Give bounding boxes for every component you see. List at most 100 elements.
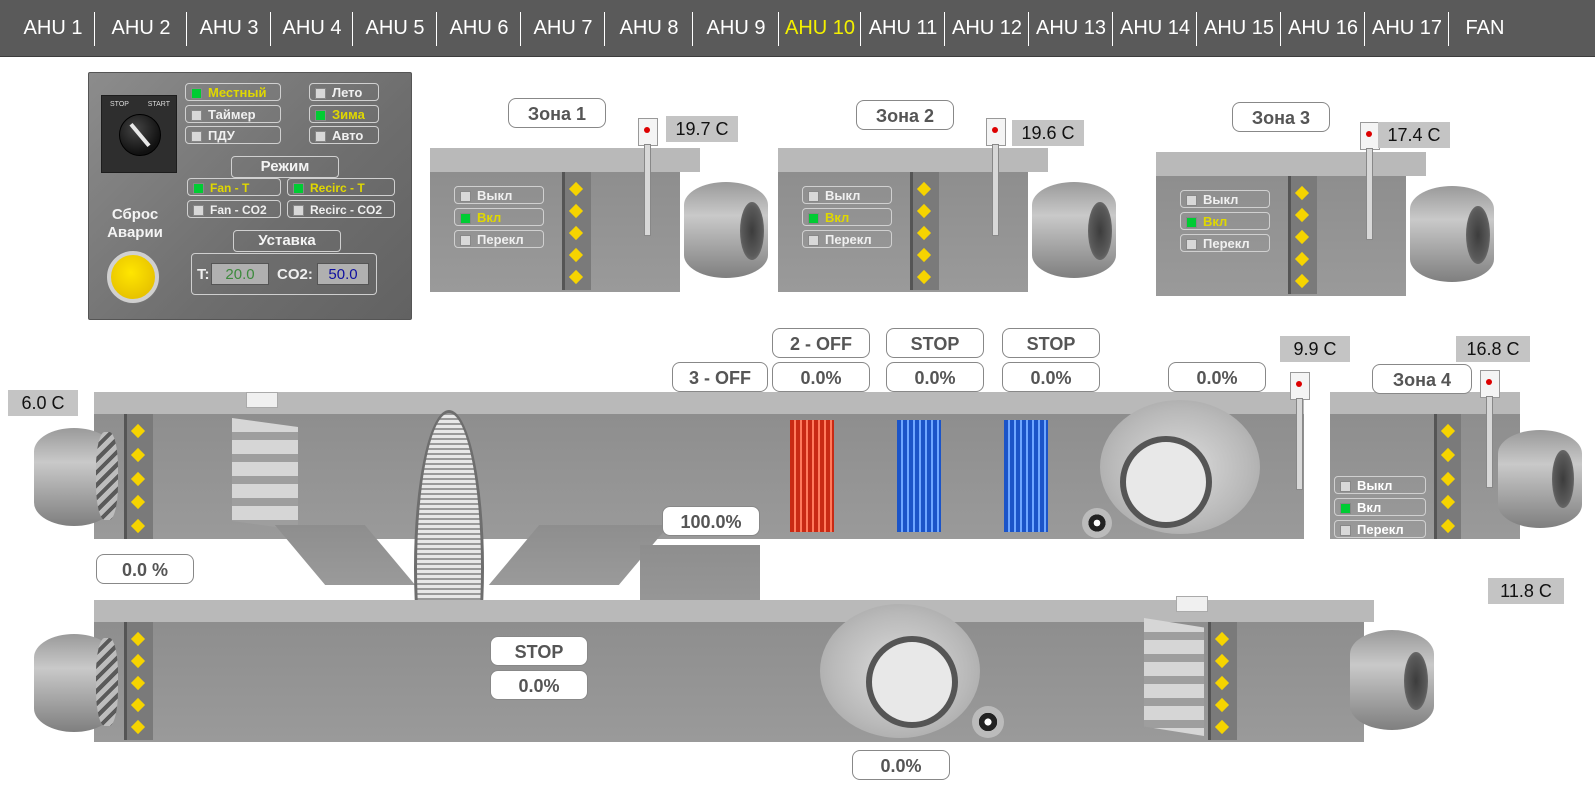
zone-3-off-checkbox[interactable]: Выкл — [1180, 190, 1270, 208]
filter-marker-icon — [130, 447, 146, 462]
heater-value: 0.0% — [772, 362, 870, 392]
filter-marker-icon — [916, 181, 932, 197]
filter-marker-icon — [1294, 185, 1310, 201]
zone-4-temp-probe — [1486, 396, 1493, 488]
filter-marker-icon — [916, 203, 932, 219]
supply-fan-icon — [1120, 436, 1212, 528]
filter-marker-icon — [130, 471, 146, 486]
filter-marker-icon — [1214, 653, 1230, 669]
tab-ahu-9[interactable]: AHU 9 — [706, 17, 766, 39]
tab-ahu-8[interactable]: AHU 8 — [619, 17, 679, 39]
zone-1-on-checkbox[interactable]: Вкл — [454, 208, 544, 226]
zone-2-unit — [778, 172, 1028, 292]
zone-2-on-checkbox[interactable]: Вкл — [802, 208, 892, 226]
tab-fan[interactable]: FAN — [1465, 17, 1505, 39]
zone-4-off-checkbox[interactable]: Выкл — [1334, 476, 1426, 494]
tab-ahu-10[interactable]: AHU 10 — [784, 17, 856, 39]
zone-4-on-checkbox[interactable]: Вкл — [1334, 498, 1426, 516]
exhaust-grille-icon — [96, 638, 118, 726]
filter-marker-icon — [1440, 423, 1456, 439]
reset-alarm-button[interactable] — [107, 251, 159, 303]
intake-damper-icon — [232, 418, 298, 530]
supply-fan-motor-icon — [1082, 508, 1112, 538]
source-timer-checkbox[interactable]: Таймер — [185, 105, 281, 123]
temperature-setpoint-input[interactable]: 20.0 — [211, 263, 269, 285]
tab-separator — [604, 12, 605, 46]
zone-3-title: Зона 3 — [1232, 102, 1330, 132]
zone-3-on-checkbox[interactable]: Вкл — [1180, 212, 1270, 230]
supply-temp: 9.9 C — [1280, 336, 1350, 362]
filter-marker-icon — [130, 631, 146, 647]
supply-filter — [124, 414, 153, 539]
zone-2-temp-probe — [992, 144, 999, 236]
mode-recirc-t-checkbox[interactable]: Recirc - T — [287, 178, 395, 196]
filter-marker-icon — [916, 269, 932, 285]
tab-ahu-11[interactable]: AHU 11 — [868, 17, 938, 39]
t-label: T: — [197, 266, 210, 283]
filter-marker-icon — [1214, 675, 1230, 691]
mode-recirc-co2-checkbox[interactable]: Recirc - CO2 — [287, 200, 395, 218]
rotary-knob-icon[interactable] — [119, 114, 161, 156]
zone-3-pipe-end — [1466, 206, 1490, 264]
exhaust-damper-icon — [1144, 618, 1204, 736]
source-local-checkbox[interactable]: Местный — [185, 83, 281, 101]
tab-ahu-17[interactable]: AHU 17 — [1371, 17, 1443, 39]
zone-3-switch-checkbox[interactable]: Перекл — [1180, 234, 1270, 252]
tab-ahu-4[interactable]: AHU 4 — [282, 17, 342, 39]
exhaust-filter — [124, 622, 153, 740]
filter-marker-icon — [1440, 495, 1456, 510]
season-summer-checkbox[interactable]: Лето — [309, 83, 379, 101]
mode-fan-t-checkbox[interactable]: Fan - T — [187, 178, 281, 196]
heater-stage3-status: 3 - OFF — [672, 362, 768, 392]
zone-4-switch-checkbox[interactable]: Перекл — [1334, 520, 1426, 538]
mode-fan-co2-checkbox[interactable]: Fan - CO2 — [187, 200, 281, 218]
cooler-2-status: STOP — [1002, 328, 1100, 358]
zone-2-top — [778, 148, 1048, 172]
tab-ahu-14[interactable]: AHU 14 — [1119, 17, 1191, 39]
wheel-value: 0.0% — [490, 670, 588, 700]
tab-ahu-15[interactable]: AHU 15 — [1203, 17, 1275, 39]
filter-marker-icon — [1294, 273, 1310, 289]
tab-ahu-16[interactable]: AHU 16 — [1287, 17, 1359, 39]
source-remote-checkbox[interactable]: ПДУ — [185, 126, 281, 144]
tab-ahu-6[interactable]: AHU 6 — [449, 17, 509, 39]
tab-ahu-3[interactable]: AHU 3 — [199, 17, 259, 39]
zone-1-title: Зона 1 — [508, 98, 606, 128]
tab-separator — [520, 12, 521, 46]
zone-2-switch-checkbox[interactable]: Перекл — [802, 230, 892, 248]
tab-ahu-5[interactable]: AHU 5 — [365, 17, 425, 39]
zone-1-switch-checkbox[interactable]: Перекл — [454, 230, 544, 248]
mode-switch[interactable]: STOP START — [101, 95, 177, 173]
zone-2-filter — [910, 172, 939, 290]
tab-ahu-1[interactable]: AHU 1 — [23, 17, 83, 39]
tab-ahu-12[interactable]: AHU 12 — [951, 17, 1023, 39]
zone-4-temp: 16.8 C — [1456, 336, 1530, 362]
exhaust-fan-value: 0.0% — [852, 750, 950, 780]
filter-marker-icon — [568, 225, 584, 241]
filter-marker-icon — [130, 423, 146, 439]
co2-setpoint-input[interactable]: 50.0 — [317, 263, 369, 285]
zone-2-temp: 19.6 C — [1012, 120, 1084, 146]
tab-ahu-13[interactable]: AHU 13 — [1035, 17, 1107, 39]
tab-ahu-2[interactable]: AHU 2 — [111, 17, 171, 39]
tab-separator — [860, 12, 861, 46]
zone-1-off-checkbox[interactable]: Выкл — [454, 186, 544, 204]
mode-title: Режим — [231, 156, 339, 178]
zone-1-top — [430, 148, 700, 172]
filter-marker-icon — [1214, 631, 1230, 647]
supply-temp-sensor-icon — [1290, 372, 1310, 400]
zone-1-temp-sensor-icon — [638, 118, 658, 146]
filter-marker-icon — [1214, 719, 1230, 735]
supply-temp-probe — [1296, 398, 1303, 490]
tab-ahu-7[interactable]: AHU 7 — [533, 17, 593, 39]
season-winter-checkbox[interactable]: Зима — [309, 105, 379, 123]
season-auto-checkbox[interactable]: Авто — [309, 126, 379, 144]
tab-separator — [1112, 12, 1113, 46]
zone-3-unit — [1156, 176, 1406, 296]
zone-2-title: Зона 2 — [856, 100, 954, 130]
zone-2-off-checkbox[interactable]: Выкл — [802, 186, 892, 204]
cooler-2-value: 0.0% — [1002, 362, 1100, 392]
filter-marker-icon — [916, 225, 932, 241]
tab-separator — [94, 12, 95, 46]
zone-3-temp-sensor-icon — [1360, 122, 1380, 150]
